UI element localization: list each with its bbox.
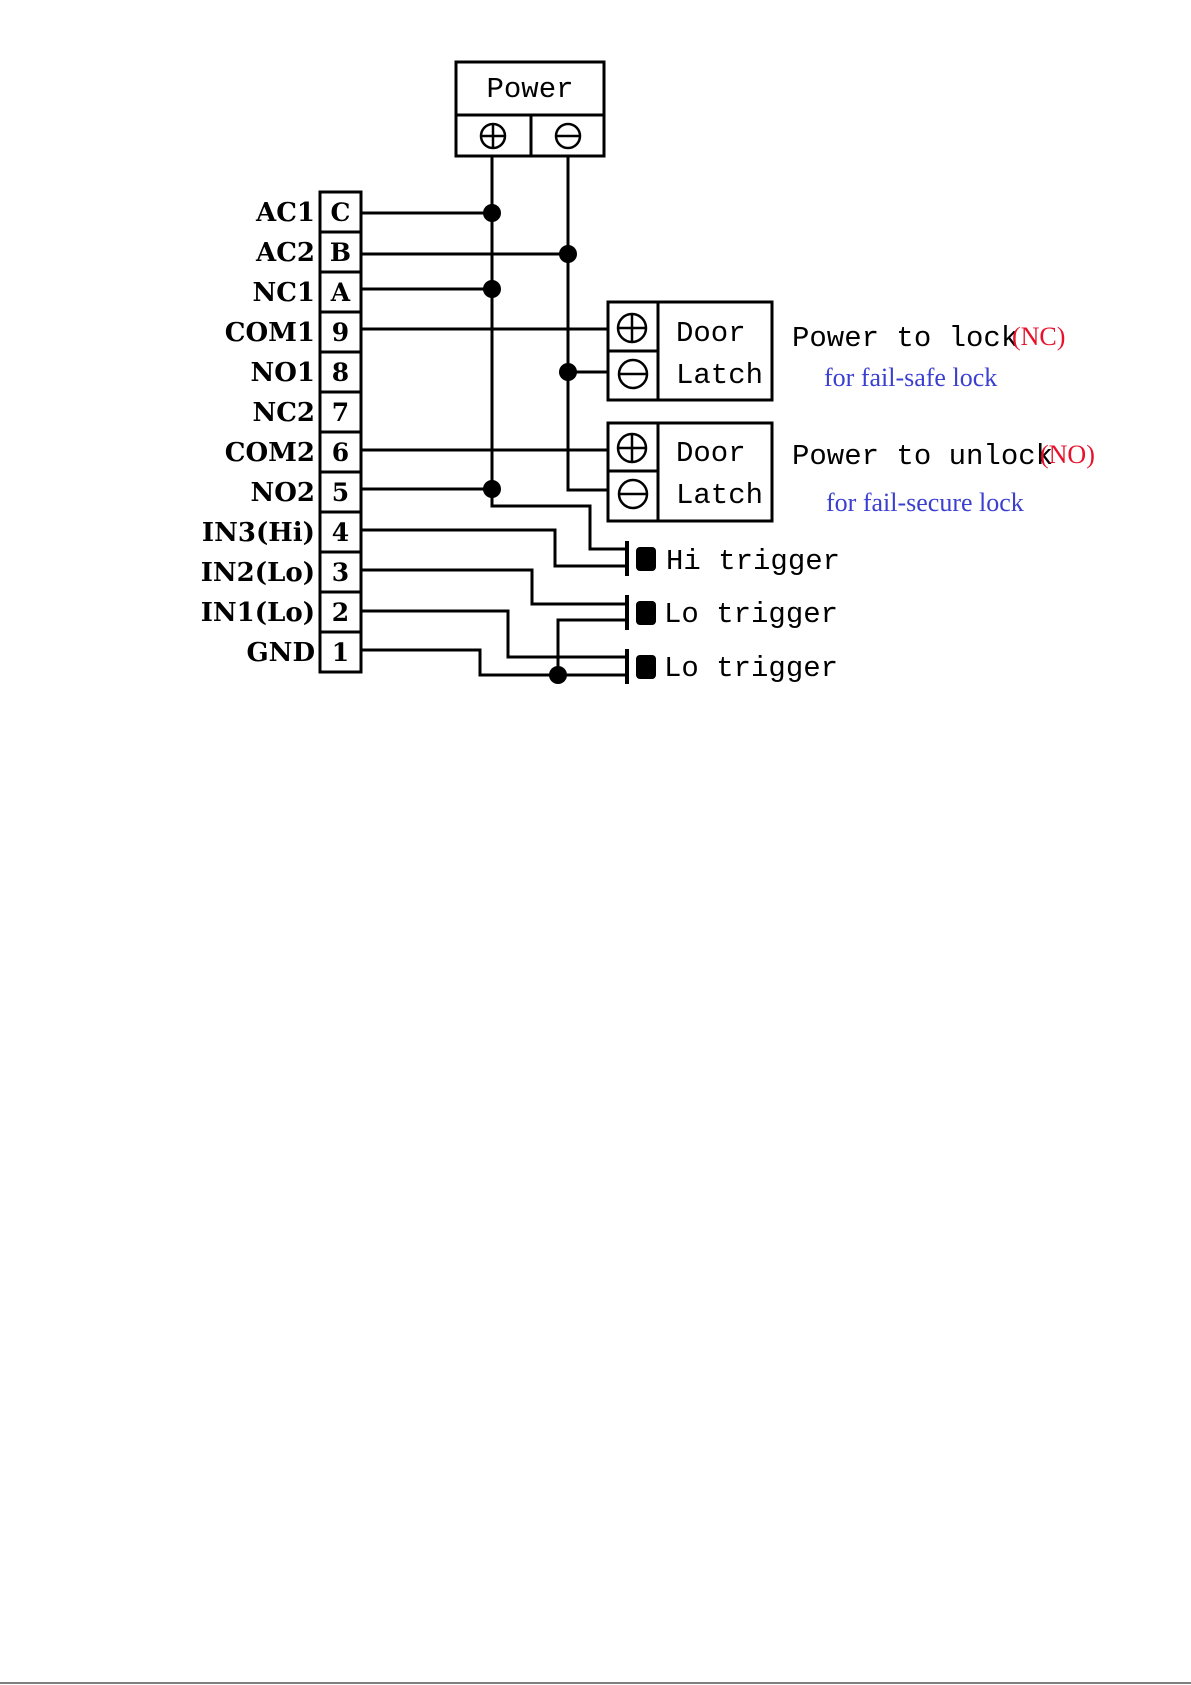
terminal-label: COM2 bbox=[225, 438, 315, 468]
junction-dot bbox=[483, 204, 501, 222]
push-button-icon bbox=[636, 547, 656, 571]
door-latch-2-line2: Latch bbox=[676, 479, 763, 512]
plus-icon bbox=[618, 434, 646, 462]
junction-dot bbox=[549, 666, 567, 684]
door-latch-2-tag: (NO) bbox=[1040, 440, 1095, 469]
terminal-label: NC2 bbox=[252, 398, 315, 428]
trigger-hi-label: Hi trigger bbox=[666, 545, 840, 578]
terminal-label: NO2 bbox=[250, 478, 315, 508]
terminal-pin: B bbox=[330, 238, 351, 267]
terminal-pin: A bbox=[330, 278, 351, 307]
trigger-lo-1-label: Lo trigger bbox=[664, 598, 838, 631]
junction-dot bbox=[483, 280, 501, 298]
terminal-label: AC2 bbox=[255, 238, 315, 268]
terminal-label: IN3(Hi) bbox=[202, 518, 315, 548]
junction-dot bbox=[559, 363, 577, 381]
wire-in2 bbox=[361, 570, 625, 604]
plus-icon bbox=[618, 314, 646, 342]
terminal-pin: 5 bbox=[332, 478, 349, 507]
terminal-pin: 3 bbox=[332, 558, 349, 587]
power-supply-box: Power bbox=[456, 62, 604, 156]
terminal-pin: 7 bbox=[332, 398, 349, 427]
junction-dot bbox=[483, 480, 501, 498]
junction-dot bbox=[559, 245, 577, 263]
wire-lo-common bbox=[558, 620, 625, 675]
terminal-pin: 9 bbox=[332, 318, 349, 347]
power-box-title: Power bbox=[486, 73, 573, 106]
door-latch-2-sub: for fail-secure lock bbox=[826, 488, 1024, 517]
door-latch-1-sub: for fail-safe lock bbox=[824, 363, 997, 392]
terminal-label: IN1(Lo) bbox=[201, 598, 315, 628]
terminal-label: NC1 bbox=[252, 278, 315, 308]
trigger-hi: Hi trigger bbox=[627, 541, 840, 578]
door-latch-2-line1: Door bbox=[676, 437, 746, 470]
terminal-pin: 8 bbox=[332, 358, 349, 387]
door-latch-1-line2: Latch bbox=[676, 359, 763, 392]
terminal-label: AC1 bbox=[255, 198, 315, 228]
terminal-label: GND bbox=[246, 638, 315, 668]
terminal-pin: 6 bbox=[332, 438, 349, 467]
terminal-pin: 4 bbox=[332, 518, 349, 547]
push-button-icon bbox=[636, 601, 656, 625]
trigger-lo-2-label: Lo trigger bbox=[664, 652, 838, 685]
trigger-lo-1: Lo trigger bbox=[627, 595, 838, 631]
door-latch-1: Door Latch bbox=[608, 302, 772, 400]
power-plus-icon bbox=[481, 124, 505, 148]
door-latch-2-note: Power to unlock bbox=[792, 440, 1053, 473]
door-latch-1-tag: (NC) bbox=[1012, 322, 1065, 351]
terminal-pin: 2 bbox=[332, 598, 349, 627]
door-latch-1-note: Power to lock bbox=[792, 322, 1018, 355]
wire-negative-rail bbox=[568, 156, 608, 490]
door-latch-1-line1: Door bbox=[676, 317, 746, 350]
terminal-label: COM1 bbox=[225, 318, 315, 348]
wire-in3 bbox=[361, 530, 625, 566]
trigger-lo-2: Lo trigger bbox=[627, 649, 838, 685]
wires bbox=[361, 156, 625, 675]
terminal-pin: 1 bbox=[332, 638, 349, 667]
terminal-label: NO1 bbox=[250, 358, 315, 388]
terminal-label: IN2(Lo) bbox=[201, 558, 315, 588]
wire-gnd bbox=[361, 650, 625, 675]
terminal-pin: C bbox=[331, 198, 351, 227]
door-latch-2: Door Latch bbox=[608, 423, 772, 521]
push-button-icon bbox=[636, 655, 656, 679]
